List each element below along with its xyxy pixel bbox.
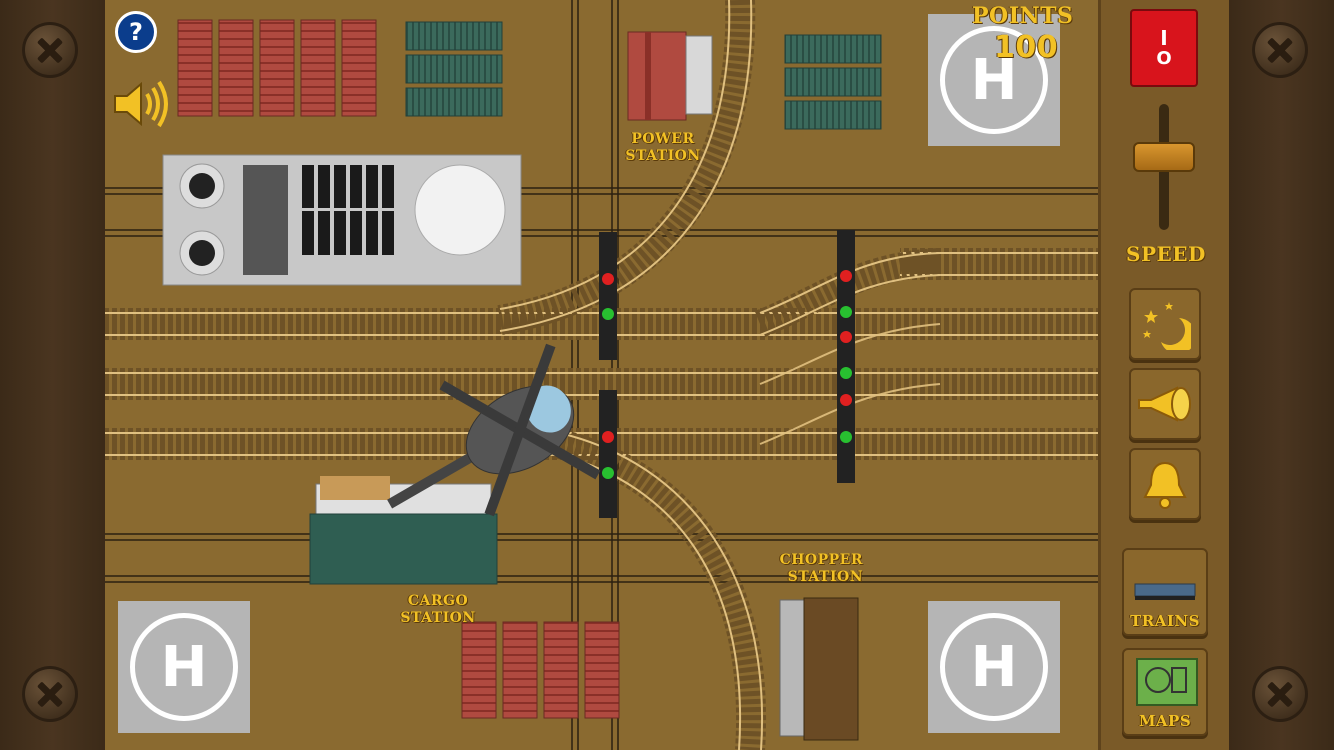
trains-label: TRAINS: [1130, 612, 1200, 630]
power-switch-button[interactable]: I O: [1130, 9, 1198, 87]
warehouse-row-top: [177, 19, 377, 117]
maps-label: MAPS: [1138, 712, 1192, 730]
screw-icon: [1252, 666, 1308, 722]
control-panel: I O SPEED: [1098, 0, 1229, 750]
speed-slider-handle[interactable]: [1133, 142, 1195, 172]
bell-icon: [1143, 461, 1187, 509]
right-frame: [1229, 0, 1334, 750]
night-mode-button[interactable]: [1129, 288, 1201, 360]
screw-icon: [22, 22, 78, 78]
trains-button[interactable]: TRAINS: [1122, 548, 1208, 636]
helipad-letter: H: [160, 634, 208, 700]
points-value: 100: [994, 30, 1059, 65]
helipad-top-right[interactable]: H: [928, 14, 1060, 146]
horn-button[interactable]: [1129, 368, 1201, 440]
power-on-glyph: I: [1160, 26, 1168, 50]
helipad-letter: H: [970, 47, 1018, 113]
container-stack: [405, 21, 882, 130]
track-layout: [105, 0, 1098, 750]
bell-button[interactable]: [1129, 448, 1201, 520]
signal-tower[interactable]: [599, 232, 617, 360]
helipad-bottom-right[interactable]: H: [928, 601, 1060, 733]
maps-button[interactable]: MAPS: [1122, 648, 1208, 736]
left-frame: [0, 0, 105, 750]
track-board[interactable]: H H H POWER STATION CARGO STATION CHOPPE…: [105, 0, 1098, 750]
helipad-letter: H: [970, 634, 1018, 700]
help-icon: ?: [129, 18, 143, 46]
help-button[interactable]: ?: [115, 11, 157, 53]
screw-icon: [1252, 22, 1308, 78]
map-thumbnail-icon: [1136, 658, 1198, 706]
power-station-label: POWER STATION: [625, 131, 701, 164]
points-label: POINTS: [972, 3, 1074, 29]
warehouse-row-bottom: [461, 621, 620, 719]
speed-label: SPEED: [1126, 242, 1206, 266]
train-icon: [1134, 583, 1196, 600]
power-off-glyph: O: [1156, 48, 1172, 69]
sound-button[interactable]: [113, 78, 169, 130]
chopper-station-label: CHOPPER STATION: [779, 552, 863, 585]
moon-stars-icon: [1143, 302, 1191, 350]
signal-tower[interactable]: [599, 390, 617, 518]
screw-icon: [22, 666, 78, 722]
cargo-station-label: CARGO STATION: [400, 593, 476, 626]
chopper-station-building: [779, 597, 859, 741]
power-station-building: [627, 31, 713, 121]
helipad-bottom-left[interactable]: H: [118, 601, 250, 733]
helicopter-sprite[interactable]: [350, 324, 623, 574]
horn-icon: [1138, 386, 1191, 422]
factory-building: [162, 154, 522, 286]
speaker-icon: [114, 80, 168, 128]
signal-tower[interactable]: [837, 230, 855, 483]
